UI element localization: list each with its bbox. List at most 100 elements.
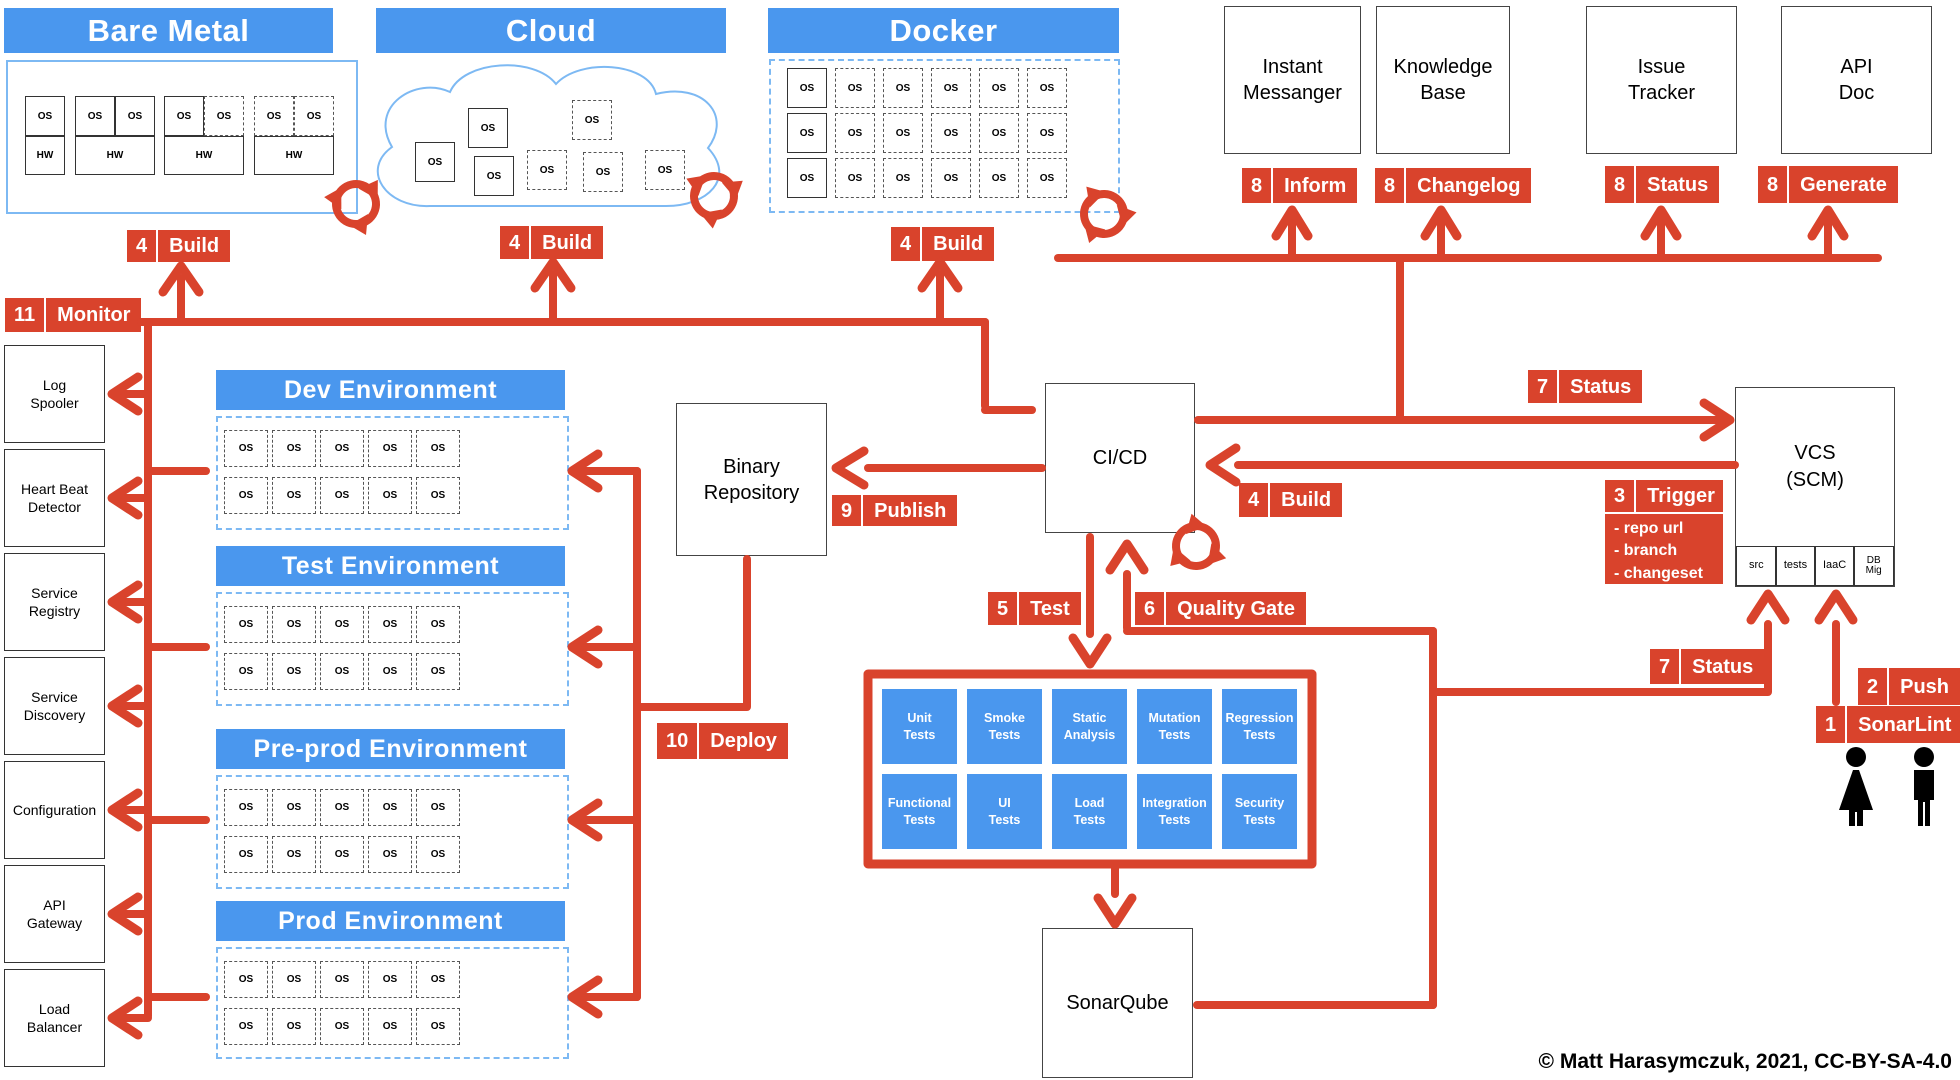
badge-sonarlint-number: 1 [1816,706,1848,743]
os-node-planned: OS [224,1008,268,1045]
badge-publish-number: 9 [832,495,864,526]
copyright-text: © Matt Harasymczuk, 2021, CC-BY-SA-4.0 [1538,1050,1952,1073]
badge-build-label: Build [169,235,220,257]
badge-status-label: Status [1692,655,1754,678]
os-node-planned: OS [320,606,364,643]
badge-quality-gate-label: Quality Gate [1177,597,1295,620]
os-node-planned: OS [224,653,268,690]
docker-pane [769,59,1120,213]
os-node-planned: OS [224,789,268,826]
docker-container-grid: OS OS OS OS OS OS OS OS OS OS OS OS OS O… [787,68,1067,198]
badge-quality-gate-number: 6 [1135,592,1167,625]
os-node-planned: OS [368,606,412,643]
os-node: OS [787,158,827,198]
hw-node: HW [75,136,155,175]
badge-publish-label: Publish [874,499,947,522]
badge-quality-gate: 6 Quality Gate [1135,592,1306,625]
badge-build-label: Build [1281,489,1332,511]
load-tests-tile: Load Tests [1052,774,1127,849]
os-node-planned: OS [224,961,268,998]
badge-status-label: Status [1647,173,1709,196]
api-gateway-box: API Gateway [4,865,105,963]
os-node-planned: OS [294,96,334,136]
os-node-planned: OS [416,430,460,467]
badge-trigger-label: Trigger [1647,485,1715,507]
badge-sonarlint-label: SonarLint [1858,713,1952,736]
os-node-planned: OS [224,836,268,873]
vcs-compartments: src tests IaaC DB Mig [1736,546,1895,586]
os-node-planned: OS [583,152,623,192]
os-node-planned: OS [224,606,268,643]
os-node-planned: OS [931,68,971,108]
badge-test-number: 5 [988,592,1020,625]
os-node-planned: OS [272,789,316,826]
os-node-planned: OS [645,150,685,190]
os-node-planned: OS [368,430,412,467]
service-discovery-box: Service Discovery [4,657,105,755]
badge-changelog-number: 8 [1375,168,1407,203]
badge-changelog-label: Changelog [1417,174,1521,197]
os-node-planned: OS [272,653,316,690]
static-analysis-tile: Static Analysis [1052,689,1127,764]
os-node-planned: OS [416,477,460,514]
dev-environment-grid: OS OS OS OS OS OS OS OS OS OS [224,430,460,514]
badge-build-number: 4 [1239,483,1271,517]
os-node-planned: OS [979,68,1019,108]
os-node: OS [75,96,115,136]
unit-tests-tile: Unit Tests [882,689,957,764]
prod-environment-header: Prod Environment [216,901,565,941]
os-node-planned: OS [416,1008,460,1045]
security-tests-tile: Security Tests [1222,774,1297,849]
badge-generate-label: Generate [1800,173,1887,196]
os-node-planned: OS [931,158,971,198]
bare-metal-server-1: OS HW [25,96,65,175]
integration-tests-tile: Integration Tests [1137,774,1212,849]
bare-metal-server-4: OS OS HW [254,96,334,175]
badge-monitor-number: 11 [5,298,47,332]
os-node: OS [474,156,514,196]
load-balancer-box: Load Balancer [4,969,105,1067]
os-node-planned: OS [835,113,875,153]
os-node-planned: OS [224,430,268,467]
os-node-planned: OS [883,158,923,198]
os-node-planned: OS [272,836,316,873]
os-node: OS [115,96,155,136]
os-node-planned: OS [224,477,268,514]
prod-environment-grid: OS OS OS OS OS OS OS OS OS OS [224,961,460,1045]
os-node-planned: OS [368,836,412,873]
cicd-box: CI/CD [1045,383,1195,533]
badge-sonarlint: 1 SonarLint [1816,706,1960,743]
os-node-planned: OS [979,158,1019,198]
test-environment-grid: OS OS OS OS OS OS OS OS OS OS [224,606,460,690]
os-node-planned: OS [320,961,364,998]
os-node-planned: OS [416,836,460,873]
os-node-planned: OS [368,1008,412,1045]
os-node-planned: OS [368,961,412,998]
bare-metal-header: Bare Metal [4,8,333,53]
os-node-planned: OS [272,606,316,643]
badge-generate-number: 8 [1758,166,1790,203]
os-node-planned: OS [979,113,1019,153]
badge-build-cicd: 4 Build [1239,483,1343,517]
functional-tests-tile: Functional Tests [882,774,957,849]
issue-tracker-box: Issue Tracker [1586,6,1737,154]
instant-messanger-box: Instant Messanger [1224,6,1361,154]
os-node-planned: OS [272,1008,316,1045]
os-node-planned: OS [320,430,364,467]
badge-status-number: 8 [1605,166,1637,203]
os-node-planned: OS [835,68,875,108]
badge-build-label: Build [933,233,984,255]
os-node-planned: OS [1027,68,1067,108]
hw-node: HW [164,136,244,175]
os-node-planned: OS [883,113,923,153]
badge-status-bottom: 7 Status [1650,649,1765,684]
os-node: OS [25,96,65,136]
bare-metal-pane [6,60,358,214]
vcs-title: VCS (SCM) [1786,442,1844,491]
ui-tests-tile: UI Tests [967,774,1042,849]
os-node-planned: OS [883,68,923,108]
vcs-dbmig-cell: DB Mig [1853,546,1895,586]
vcs-src-cell: src [1736,546,1777,586]
heart-beat-detector-box: Heart Beat Detector [4,449,105,547]
